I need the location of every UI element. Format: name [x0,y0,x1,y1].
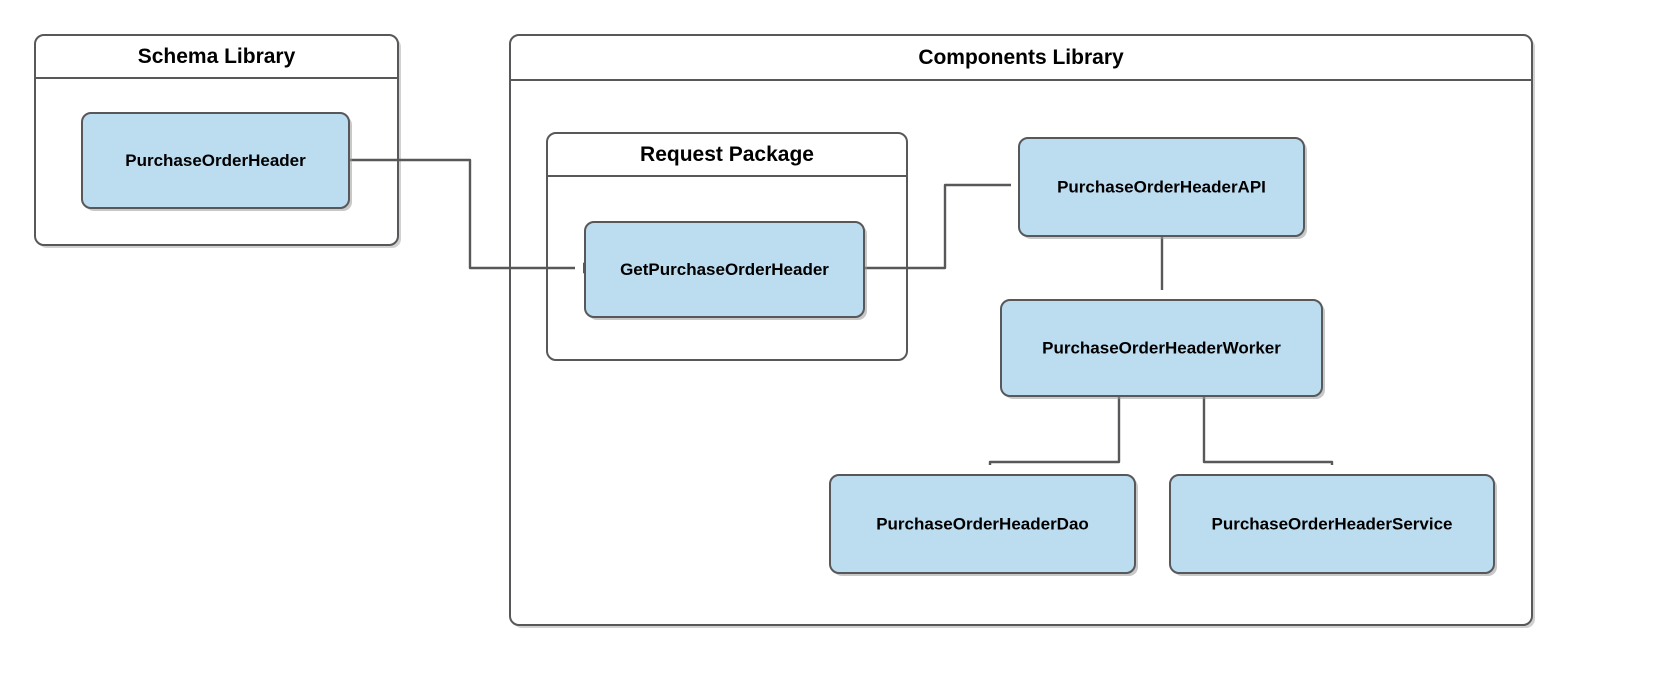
node-purchase-order-header-api[interactable]: PurchaseOrderHeaderAPI [1018,137,1305,237]
container-title-label: Schema Library [138,45,296,68]
node-rect [1000,299,1323,397]
node-label: PurchaseOrderHeaderDao [876,514,1089,533]
container-title-label: Request Package [640,143,814,166]
node-label: GetPurchaseOrderHeader [620,260,829,279]
edge-path [349,158,575,270]
node-purchase-order-header-dao[interactable]: PurchaseOrderHeaderDao [829,474,1136,574]
node-rect [1018,137,1305,237]
node-purchase-order-header-service[interactable]: PurchaseOrderHeaderService [1169,474,1495,574]
edge-path [864,183,1011,270]
node-label: PurchaseOrderHeaderAPI [1057,177,1266,196]
edge-layer [349,158,1338,487]
edge-path [988,396,1121,465]
node-purchase-order-header[interactable]: PurchaseOrderHeader [81,112,350,209]
node-label: PurchaseOrderHeader [125,151,306,170]
container-title-label: Components Library [918,46,1124,69]
node-label: PurchaseOrderHeaderService [1212,514,1453,533]
node-rect [81,112,350,209]
node-get-purchase-order-header[interactable]: GetPurchaseOrderHeader [584,221,865,318]
node-rect [1169,474,1495,574]
node-rect [584,221,865,318]
node-rect [829,474,1136,574]
node-layer: PurchaseOrderHeaderGetPurchaseOrderHeade… [81,112,1495,574]
node-label: PurchaseOrderHeaderWorker [1042,338,1281,357]
edge-path [1202,396,1334,465]
node-purchase-order-header-worker[interactable]: PurchaseOrderHeaderWorker [1000,299,1323,397]
